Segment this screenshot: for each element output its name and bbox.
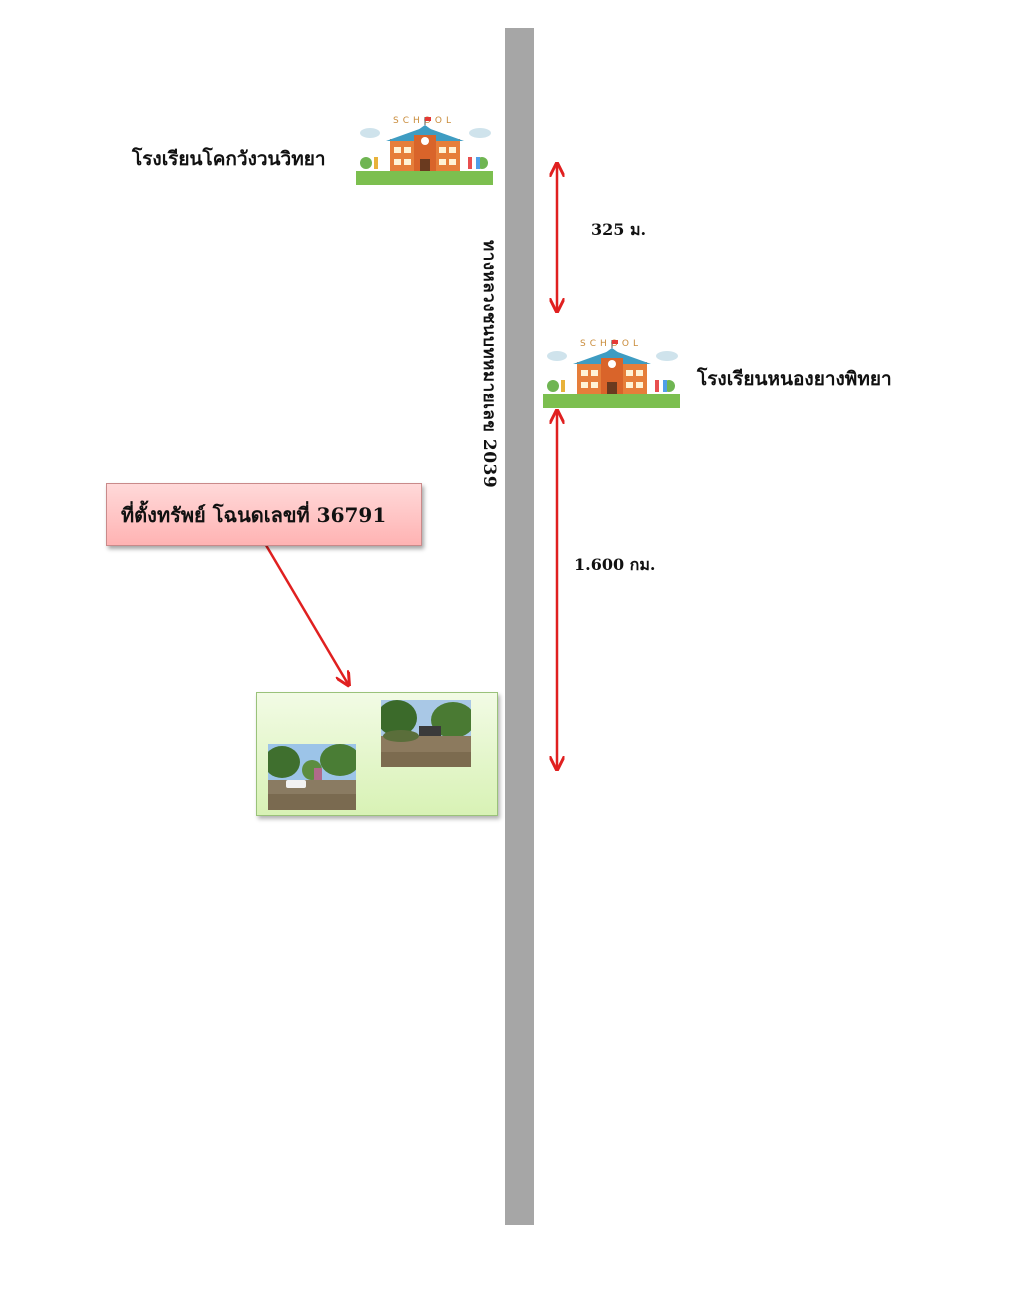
property-callout: ที่ตั้งทรัพย์ โฉนดเลขที่ 36791 [106,483,422,546]
property-photo-2 [381,700,471,767]
school-1-icon: SCHOOL [356,113,493,185]
school-2-icon: SCHOOL [543,336,680,408]
distance-label-bottom: 1.600 กม. [574,555,656,574]
road [505,28,534,1225]
school-1-name: โรงเรียนโคกวังวนวิทยา [132,148,326,170]
school-2-name: โรงเรียนหนองยางพิทยา [697,368,892,390]
property-photo-1 [268,744,356,810]
road-label: ทางหลวงชนบทหมายเลข 2039 [479,240,499,489]
distance-label-top: 325 ม. [591,220,647,239]
property-label: ที่ตั้งทรัพย์ โฉนดเลขที่ 36791 [121,502,387,527]
svg-text:SCHOOL: SCHOOL [580,339,642,349]
property-pointer-arrow [258,534,348,684]
svg-text:SCHOOL: SCHOOL [393,116,455,126]
property-photo-frame [256,692,498,816]
